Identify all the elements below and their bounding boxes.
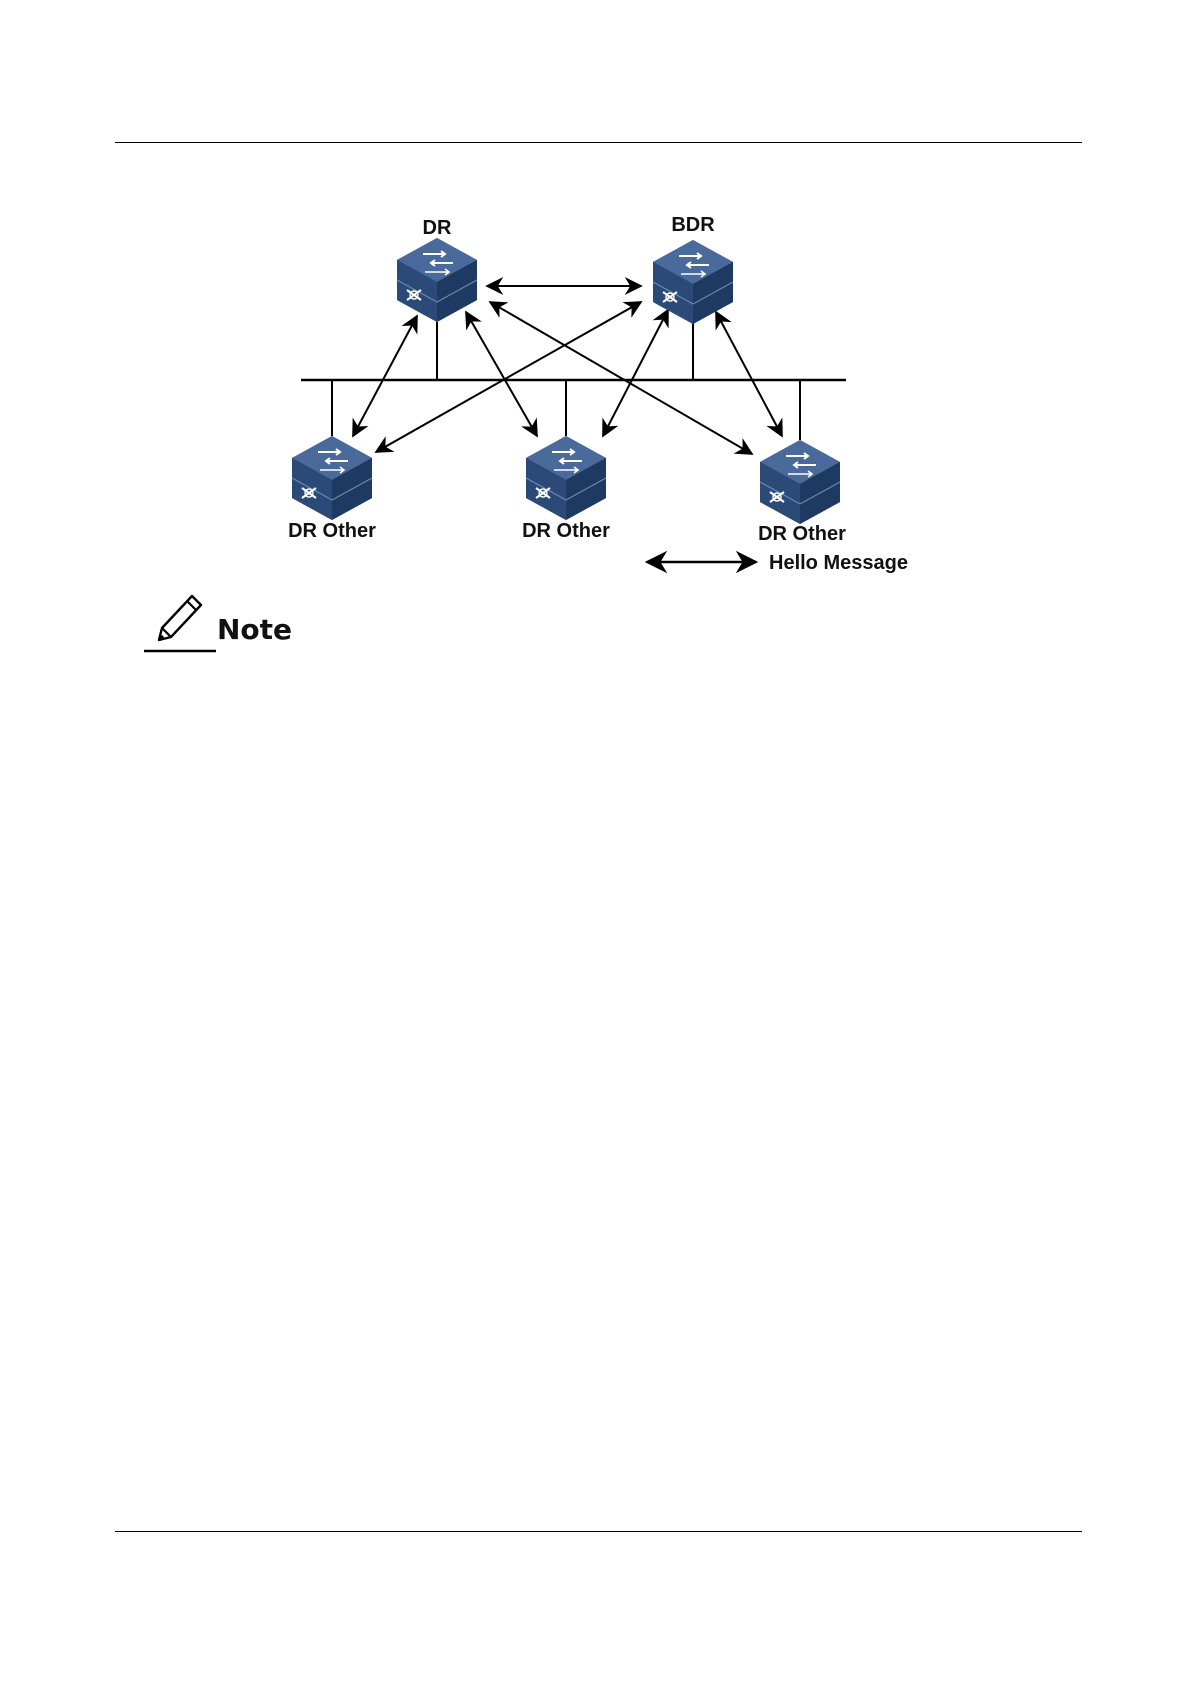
node-label-other2: DR Other — [522, 520, 610, 542]
node-label-other3: DR Other — [758, 523, 846, 545]
hello-arrow-dr-other3 — [490, 302, 752, 454]
ospf-hello-diagram: DR BDR DR Other DR Other DR Other Hello … — [0, 0, 1191, 620]
switch-icon-other3 — [760, 440, 840, 524]
hello-arrow-bdr-other3 — [716, 312, 782, 436]
switch-icon-other1 — [292, 436, 372, 520]
legend-label: Hello Message — [769, 552, 908, 574]
node-label-dr: DR — [423, 217, 452, 239]
switch-icon-bdr — [653, 240, 733, 324]
pencil-icon — [144, 588, 218, 654]
hello-arrow-bdr-other1 — [376, 302, 641, 452]
node-label-bdr: BDR — [671, 214, 715, 236]
footer-rule — [115, 1531, 1082, 1532]
note-heading: Note — [144, 588, 304, 654]
switch-icon-dr — [397, 238, 477, 322]
node-label-other1: DR Other — [288, 520, 376, 542]
hello-arrow-dr-other1 — [353, 316, 417, 436]
note-label: Note — [217, 616, 292, 644]
hello-arrow-dr-other2 — [466, 312, 537, 436]
switch-icon-other2 — [526, 436, 606, 520]
